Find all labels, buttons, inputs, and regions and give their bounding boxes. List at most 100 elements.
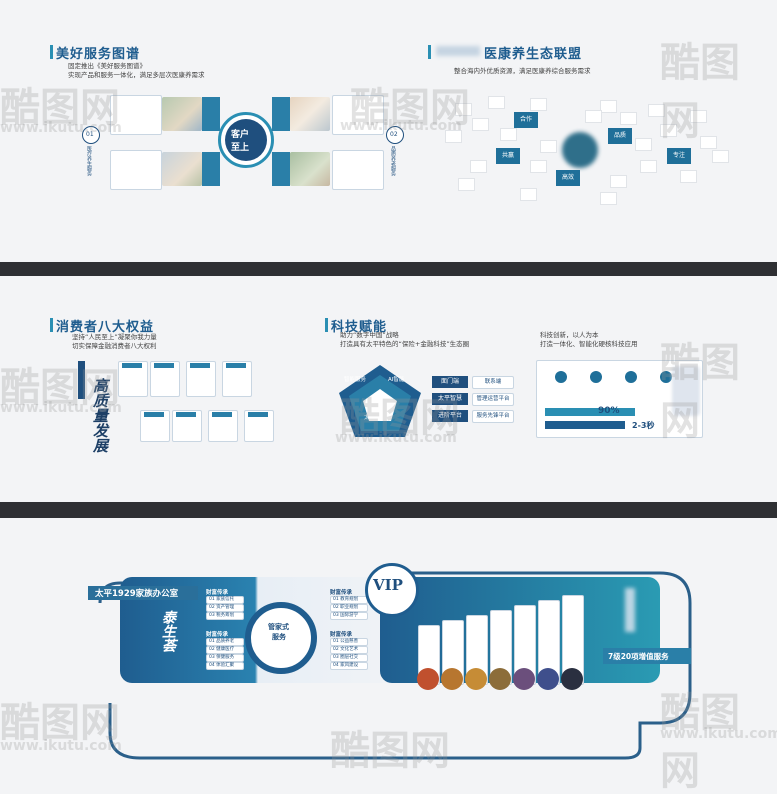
alliance-logo-tile xyxy=(635,138,652,151)
pentagon-label-3: 太平云端 xyxy=(364,415,387,421)
office-group-item: 01 品质养老 xyxy=(206,638,244,646)
tech-stat-bar-1 xyxy=(545,408,635,416)
step2-marker xyxy=(386,126,404,144)
rights-card-header xyxy=(154,363,174,368)
alliance-logo-tile xyxy=(470,160,487,173)
service-tag-2 xyxy=(202,152,220,186)
tech-subtitle-2: 打造具有太平特色的“保险+金融科技”生态圈 xyxy=(340,340,470,348)
step1-label: 医疗养生服务 xyxy=(86,146,92,176)
service-photo-3 xyxy=(290,97,330,131)
vip-level-badge xyxy=(417,668,439,690)
section-title-service-map: 美好服务图谱 xyxy=(56,47,141,62)
vip-level-badge xyxy=(489,668,511,690)
service-tag-4 xyxy=(272,152,290,186)
section-title-alliance: 医康养生态联盟 xyxy=(484,47,583,62)
alliance-logo-tile xyxy=(680,170,697,183)
butler-label-1: 管家式 xyxy=(268,623,289,631)
step2-label: 品质养老服务 xyxy=(390,146,396,176)
rights-card-header xyxy=(176,412,196,417)
alliance-tile-focus: 专注 xyxy=(667,148,691,164)
rights-card-header xyxy=(122,363,142,368)
alliance-tile-efficiency: 高效 xyxy=(556,170,580,186)
office-group-item: 04 家风建设 xyxy=(330,662,368,670)
separator-1 xyxy=(0,262,777,276)
butler-ring xyxy=(245,602,317,674)
rights-vertical-tag xyxy=(78,361,85,399)
butler-label-2: 服务 xyxy=(272,633,286,641)
pentagon-label-2: AI智能 xyxy=(388,377,405,383)
tech-list-right: 联系端 xyxy=(472,376,514,389)
tech-stat-2: 2-3秒 xyxy=(632,421,655,430)
tech-list-left: 进阶平台 xyxy=(432,410,468,422)
rights-calligraphy: 高质量发展 xyxy=(91,378,109,453)
title-accent xyxy=(50,45,53,59)
alliance-logo-tile xyxy=(445,130,462,143)
vip-level-badge xyxy=(537,668,559,690)
step1-marker xyxy=(82,126,100,144)
service-badge xyxy=(603,648,691,664)
office-group-item: 03 保健服务 xyxy=(206,654,244,662)
title-blurred-prefix xyxy=(436,46,480,56)
service-tag-3 xyxy=(272,97,290,131)
alliance-tile-cooperation: 合作 xyxy=(514,112,538,128)
office-group-title: 财富传承 xyxy=(330,632,353,638)
tech-list-left: 面门端 xyxy=(432,376,468,388)
section-title-consumer-rights: 消费者八大权益 xyxy=(56,320,155,335)
pentagon-label-1: 智能服务 xyxy=(344,377,367,383)
service-card-1 xyxy=(110,95,162,135)
title-accent xyxy=(50,318,53,332)
alliance-logo-tile xyxy=(472,118,489,131)
service-photo-4 xyxy=(290,152,330,186)
alliance-logo-tile xyxy=(600,100,617,113)
alliance-logo-tile xyxy=(530,160,547,173)
service-card-3 xyxy=(332,95,384,135)
office-title: 太平1929家族办公室 xyxy=(95,589,179,599)
tech-stat-bar-2 xyxy=(545,421,625,429)
rights-card-header xyxy=(190,363,210,368)
service-badge-text: 7级20项增值服务 xyxy=(608,652,669,661)
tech2-subtitle-1: 科技创新，以人为本 xyxy=(540,331,599,339)
office-title-tag xyxy=(88,586,198,600)
service-map-subtitle-1: 固定推出《美好服务图谱》 xyxy=(68,62,146,70)
office-group-item: 01 家族信托 xyxy=(206,596,244,604)
tech-feature-icon xyxy=(625,371,637,383)
office-group-item: 02 资产管理 xyxy=(206,604,244,612)
rights-card-header xyxy=(212,412,232,417)
tech2-subtitle-2: 打造一体化、智能化硬核科技应用 xyxy=(540,340,638,348)
section-title-tech: 科技赋能 xyxy=(331,320,388,335)
service-photo-1 xyxy=(162,97,202,131)
alliance-logo-tile xyxy=(585,110,602,123)
office-group-item: 04 体验汇聚 xyxy=(206,662,244,670)
alliance-logo-tile xyxy=(500,128,517,141)
office-group-title: 财富传承 xyxy=(330,590,353,596)
office-group-item: 01 公益慈善 xyxy=(330,638,368,646)
center-ring-inner xyxy=(225,119,267,161)
alliance-logo-tile xyxy=(540,140,557,153)
rights-subtitle-2: 切实保障金融消费者八大权利 xyxy=(72,342,157,350)
vip-circle xyxy=(365,563,419,617)
alliance-tile-quality: 品质 xyxy=(608,128,632,144)
office-group-title: 财富传承 xyxy=(206,632,229,638)
alliance-logo-tile xyxy=(712,150,729,163)
tech-list-right: 服务先锋平台 xyxy=(472,410,514,423)
tech-feature-icon xyxy=(660,371,672,383)
step2-number: 02 xyxy=(390,131,398,138)
office-group-item: 02 文化艺术 xyxy=(330,646,368,654)
service-card-2 xyxy=(110,150,162,190)
vip-level-badge xyxy=(513,668,535,690)
tech-feature-icon xyxy=(555,371,567,383)
phone-mockup-blur xyxy=(672,366,700,416)
alliance-logo-tile xyxy=(690,110,707,123)
office-group-title: 财富传承 xyxy=(206,590,229,596)
tech-subtitle-1: 助力“数字中国”战略 xyxy=(340,331,399,339)
alliance-logo-tile xyxy=(455,103,472,116)
vip-label: VIP xyxy=(373,576,403,594)
alliance-tile-winwin: 共赢 xyxy=(496,148,520,164)
alliance-logo-tile xyxy=(610,175,627,188)
vip-level-badge xyxy=(561,668,583,690)
alliance-logo-tile xyxy=(520,188,537,201)
alliance-logo-tile xyxy=(488,96,505,109)
tech-list-left: 太平智慧 xyxy=(432,393,468,405)
tech-pentagon xyxy=(339,365,421,437)
